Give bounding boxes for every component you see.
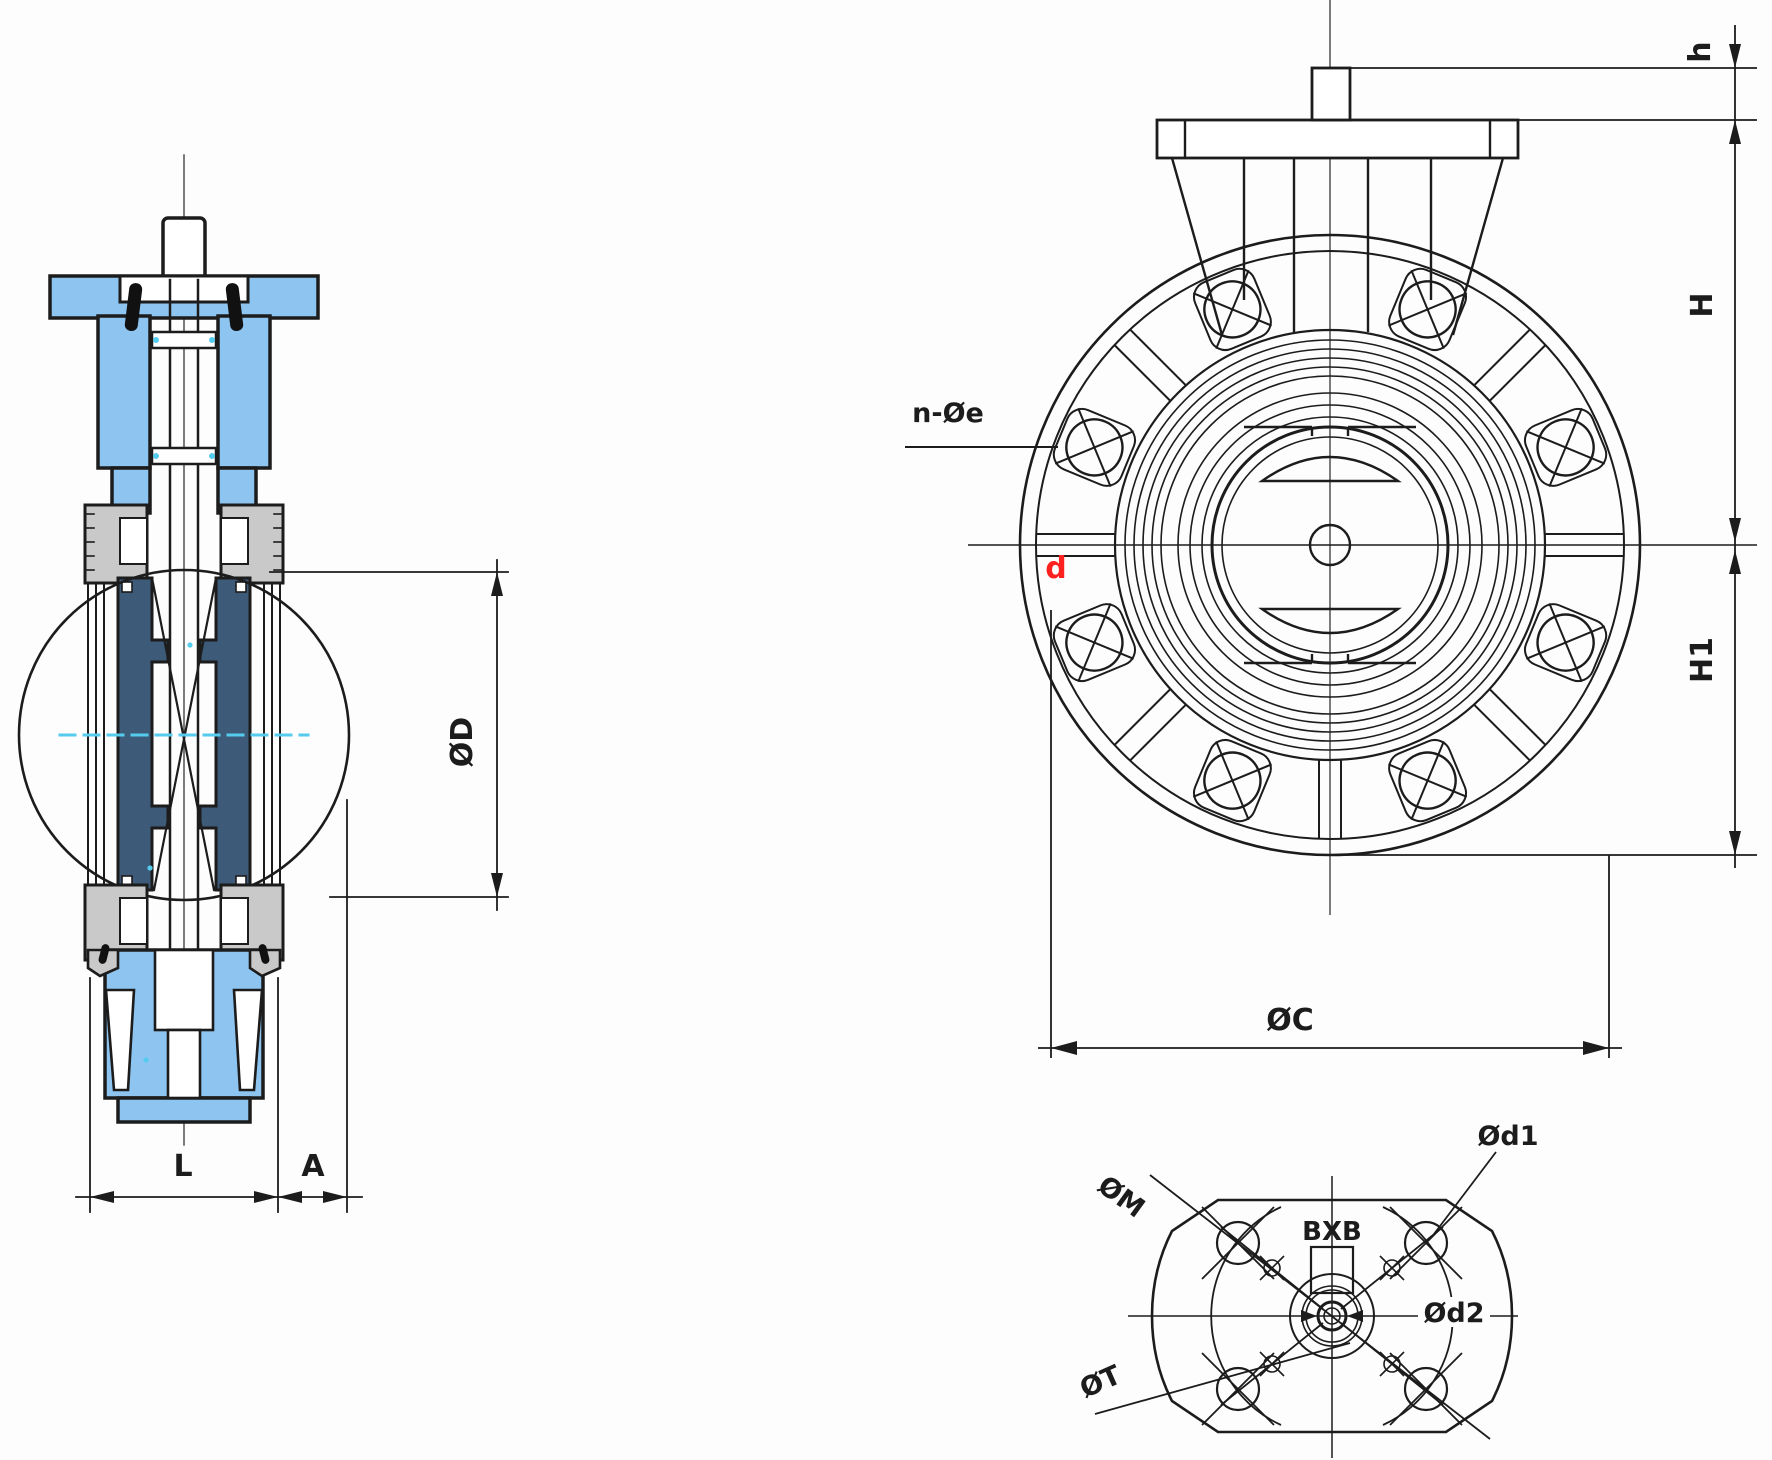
label-hole-small-bg [1418, 1297, 1490, 1327]
top-bracket-lines [1170, 120, 1505, 336]
seal-dot-1 [187, 642, 193, 648]
label-bolt-circle-minor: ØT [1075, 1359, 1126, 1404]
seat-rings [1124, 339, 1536, 751]
label-bolt-circle-major: ØM [1092, 1170, 1151, 1224]
dim-label-h: h [1683, 41, 1718, 62]
dim-hHH1 [1340, 25, 1757, 868]
top-bracket [1155, 66, 1520, 160]
union-nut-top-sockets [119, 517, 249, 565]
stem-shaft [168, 278, 200, 1032]
dim-label-OD: ØD [445, 717, 480, 767]
seal-dot-3 [143, 1057, 149, 1063]
pad-small-holes [1259, 1255, 1405, 1377]
flange-circles [1018, 233, 1642, 857]
label-shaft-d: d [1045, 551, 1066, 586]
union-nut-bottom-sockets [119, 897, 249, 945]
label-stem-square: BXB [1302, 1217, 1362, 1247]
dim-OC-arrows [1051, 1041, 1609, 1055]
dim-LA [75, 799, 363, 1213]
disc-envelope-circle [17, 568, 351, 902]
stem-end-circle [1308, 523, 1352, 567]
dim-label-H1: H1 [1685, 637, 1720, 683]
seal-dot-2 [147, 865, 153, 871]
dim-OD [269, 559, 509, 911]
dim-label-OC: ØC [1266, 1003, 1314, 1038]
dim-LA-arrows [90, 1191, 347, 1203]
bore-circle [1210, 425, 1450, 665]
dim-label-A: A [301, 1149, 325, 1184]
side-section-view: ØD L A [17, 154, 509, 1213]
stem-top [161, 216, 207, 282]
dim-OC [1038, 610, 1622, 1058]
pad-outline [1150, 1198, 1514, 1434]
pad-large-holes [1201, 1206, 1463, 1426]
stem-pins [124, 283, 244, 331]
lower-body-recesses [104, 948, 264, 1100]
label-hole-large: Ød1 [1477, 1121, 1538, 1152]
label-hole-small: Ød2 [1423, 1298, 1484, 1329]
dim-OD-arrows [491, 572, 503, 897]
disc-pin-holes [121, 581, 247, 887]
dim-label-H: H [1685, 292, 1720, 317]
flange-ribs [1036, 328, 1624, 839]
front-view: n-Øe d ØC h H H1 [905, 0, 1757, 1058]
lower-pins [98, 944, 270, 964]
mounting-pad-view: BXB ØM ØT Ød1 Ød2 [1075, 1121, 1539, 1458]
thread-ticks-top [84, 513, 284, 571]
bore-circle-inner [1221, 436, 1439, 654]
disc-edge-marks [1244, 425, 1416, 665]
shaft-boss-arcs [1258, 455, 1402, 635]
stem-collars [150, 330, 218, 466]
dim-hHH1-arrows [1729, 44, 1741, 855]
dim-label-L: L [173, 1149, 192, 1184]
bolt-holes [1052, 267, 1608, 823]
pad-square-arrows [1301, 1310, 1363, 1322]
label-bolt-holes: n-Øe [912, 398, 984, 429]
collar-seals [153, 337, 215, 459]
